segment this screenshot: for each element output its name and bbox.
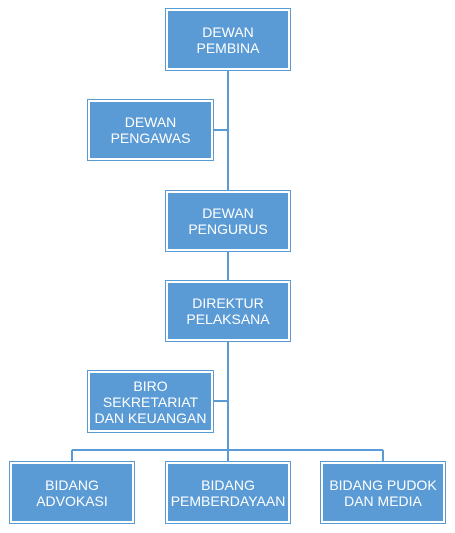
node-bidang-pudok: BIDANG PUDOK DAN MEDIA: [321, 462, 445, 523]
node-dewan-pengawas: DEWAN PENGAWAS: [88, 100, 213, 160]
node-direktur-pelaksana: DIREKTUR PELAKSANA: [166, 281, 290, 341]
node-bidang-advokasi: BIDANG ADVOKASI: [10, 462, 134, 523]
node-dewan-pembina: DEWAN PEMBINA: [166, 9, 290, 70]
node-dewan-pengurus: DEWAN PENGURUS: [166, 191, 290, 251]
node-biro-sekretariat: BIRO SEKRETARIAT DAN KEUANGAN: [88, 371, 213, 432]
node-bidang-pemberdayaan: BIDANG PEMBERDAYAAN: [166, 462, 290, 523]
